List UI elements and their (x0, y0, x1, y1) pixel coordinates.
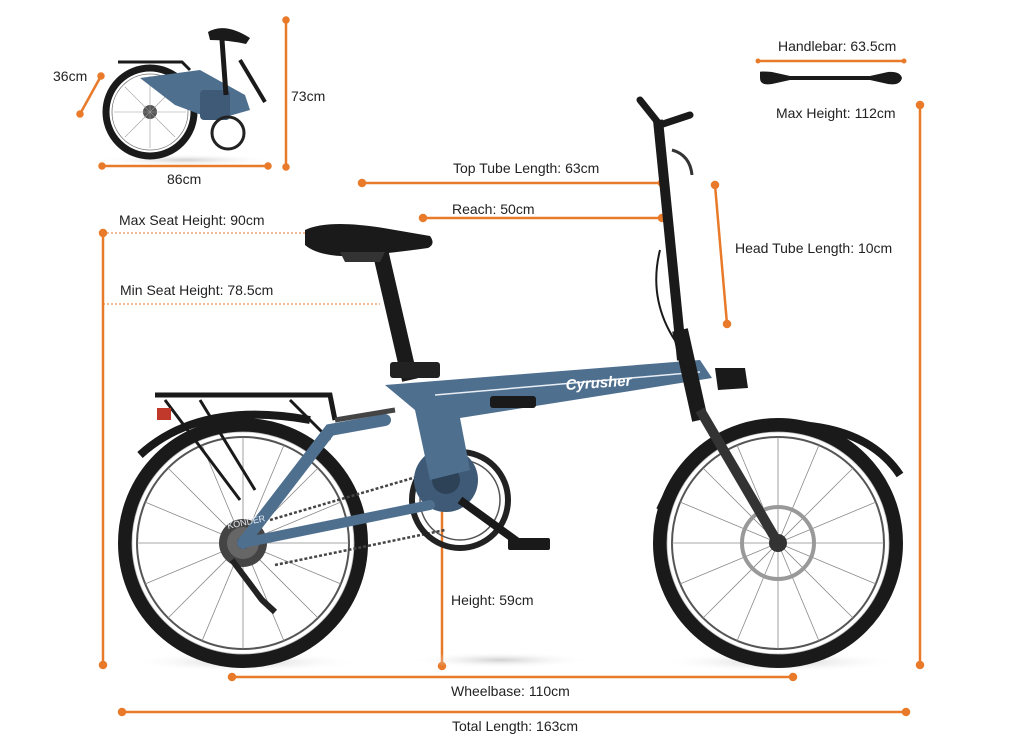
height-label: Height: 59cm (451, 592, 534, 608)
top-tube-length-label: Top Tube Length: 63cm (453, 160, 600, 176)
frame-logo: Cyrusher (565, 372, 633, 394)
handlebar-icon (760, 71, 902, 85)
handlebar-label: Handlebar: 63.5cm (778, 38, 897, 54)
folded-height-label: 73cm (291, 88, 326, 104)
main-bike-image (118, 96, 904, 672)
max-height-label: Max Height: 112cm (776, 105, 896, 121)
folded-width-label: 36cm (53, 68, 88, 84)
total-length-label: Total Length: 163cm (452, 718, 579, 734)
main-dimension-lines (98, 100, 925, 717)
head-tube-length-label: Head Tube Length: 10cm (735, 240, 893, 256)
max-seat-height-label: Max Seat Height: 90cm (119, 212, 265, 228)
handlebar-dimension (755, 58, 907, 85)
wheelbase-label: Wheelbase: 110cm (451, 683, 570, 699)
folded-length-label: 86cm (167, 171, 202, 187)
folded-bike-image (95, 28, 275, 166)
folded-dimension-lines (76, 16, 290, 171)
seat-height-guides (103, 232, 380, 305)
min-seat-height-label: Min Seat Height: 78.5cm (120, 282, 274, 298)
reach-label: Reach: 50cm (452, 201, 535, 217)
